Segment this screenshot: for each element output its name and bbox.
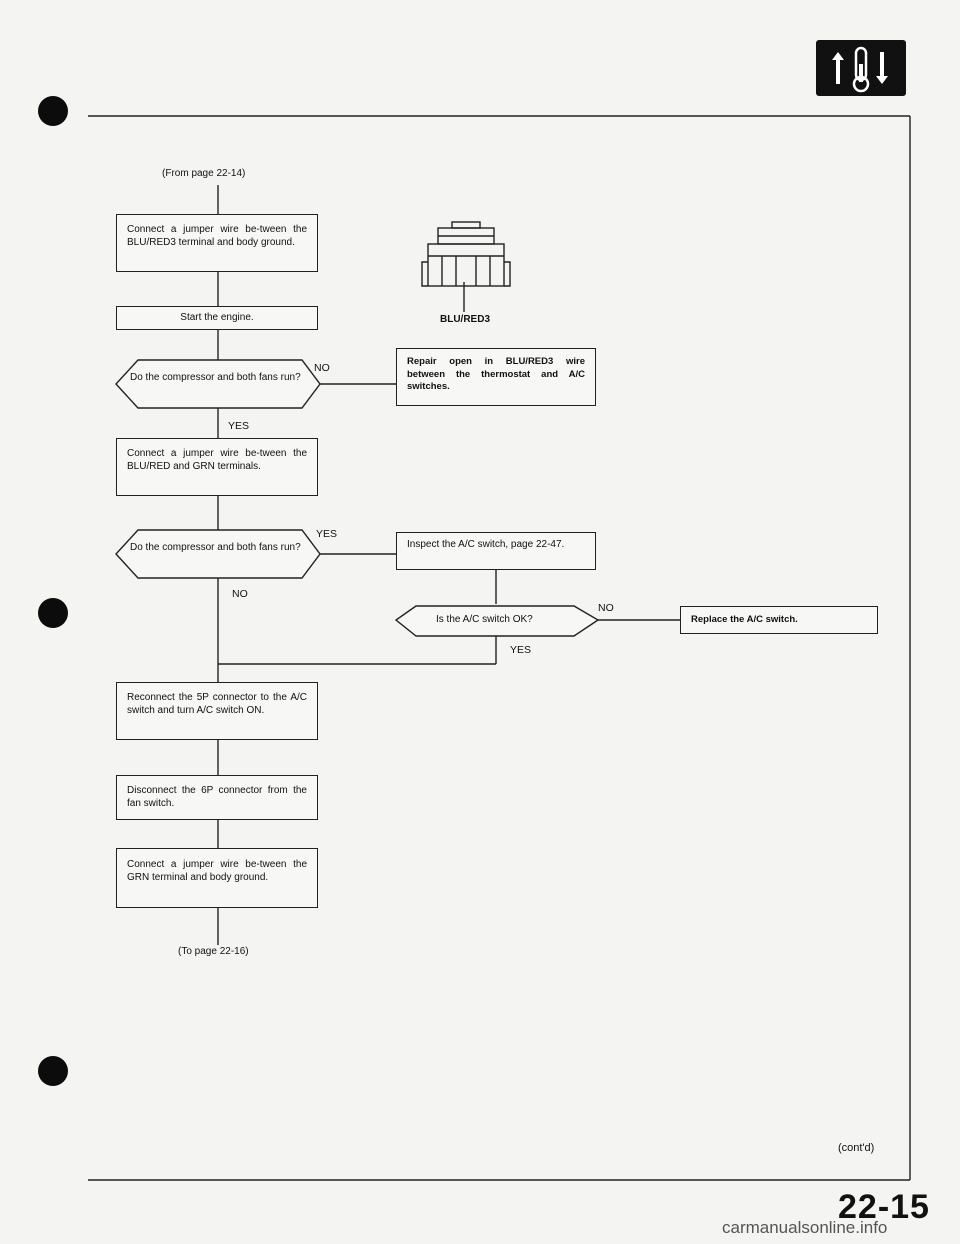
decision-compressor-fans-run-2: Do the compressor and both fans run? — [130, 542, 301, 553]
step-connect-jumper-blu-red3: Connect a jumper wire be-tween the BLU/R… — [116, 214, 318, 272]
label-no-q1: NO — [314, 362, 330, 374]
to-page-ref: (To page 22-16) — [178, 946, 249, 957]
binder-hole — [38, 1056, 68, 1086]
label-no-q3: NO — [598, 602, 614, 614]
step-repair-open-blu-red3: Repair open in BLU/RED3 wire between the… — [396, 348, 596, 406]
cooling-system-icon — [816, 40, 906, 96]
from-page-ref: (From page 22-14) — [162, 168, 246, 179]
continued-label: (cont'd) — [838, 1142, 875, 1154]
step-reconnect-5p-connector: Reconnect the 5P connector to the A/C sw… — [116, 682, 318, 740]
binder-hole — [38, 96, 68, 126]
decision-ac-switch-ok: Is the A/C switch OK? — [436, 614, 533, 625]
label-no-q2: NO — [232, 588, 248, 600]
connector-wire-label: BLU/RED3 — [440, 314, 491, 325]
step-disconnect-6p-connector: Disconnect the 6P connector from the fan… — [116, 775, 318, 820]
step-start-engine: Start the engine. — [116, 306, 318, 330]
watermark: carmanualsonline.info — [722, 1218, 888, 1237]
page-number: 22-15 — [838, 1188, 930, 1226]
label-yes-q3: YES — [510, 644, 532, 656]
connector-drawing — [421, 221, 511, 287]
step-connect-jumper-grn: Connect a jumper wire be-tween the GRN t… — [116, 848, 318, 908]
label-yes-q2: YES — [316, 528, 338, 540]
decision-compressor-fans-run-1: Do the compressor and both fans run? — [130, 372, 301, 383]
step-connect-jumper-blu-red-grn: Connect a jumper wire be-tween the BLU/R… — [116, 438, 318, 496]
binder-hole — [38, 598, 68, 628]
step-inspect-ac-switch: Inspect the A/C switch, page 22-47. — [396, 532, 596, 570]
step-replace-ac-switch: Replace the A/C switch. — [680, 606, 878, 634]
label-yes-q1: YES — [228, 420, 250, 432]
